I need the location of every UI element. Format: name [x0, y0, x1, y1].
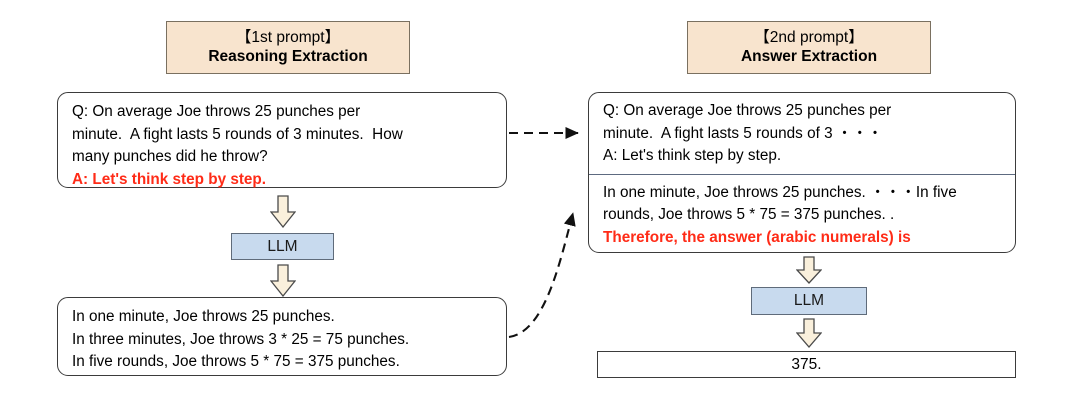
block-arrow-down-icon	[795, 256, 823, 284]
text-line-highlight: Therefore, the answer (arabic numerals) …	[603, 228, 911, 246]
block-arrow-down-icon	[269, 264, 297, 298]
block-arrow-down-icon	[795, 318, 823, 348]
stage-header-reasoning-extraction: 【1st prompt】 Reasoning Extraction	[166, 21, 410, 74]
llm-box-right: LLM	[751, 287, 867, 315]
text-line: Q: On average Joe throws 25 punches per	[603, 102, 892, 119]
text-line: In one minute, Joe throws 25 punches.	[72, 308, 335, 325]
text-line: minute. A fight lasts 5 rounds of 3 ・・・	[603, 124, 883, 142]
right-prompt-question-section: Q: On average Joe throws 25 punches per …	[589, 93, 1015, 174]
connector-reasoning-to-prompt	[508, 212, 576, 339]
stage-header-answer-extraction: 【2nd prompt】 Answer Extraction	[687, 21, 931, 74]
llm-label: LLM	[267, 237, 298, 255]
text-line: many punches did he throw?	[72, 148, 268, 165]
stage-kicker: 【1st prompt】	[235, 29, 341, 47]
block-arrow-down-icon	[269, 195, 297, 229]
right-prompt-box: Q: On average Joe throws 25 punches per …	[588, 92, 1016, 253]
text-line: minute. A fight lasts 5 rounds of 3 minu…	[72, 125, 403, 143]
text-line: In one minute, Joe throws 25 punches. ・・…	[603, 183, 957, 201]
left-question-box: Q: On average Joe throws 25 punches per …	[57, 92, 507, 188]
text-line: In five rounds, Joe throws 5 * 75 = 375 …	[72, 353, 400, 370]
llm-label: LLM	[793, 292, 825, 309]
text-line: A: Let's think step by step.	[603, 147, 782, 164]
final-answer-box: 375.	[597, 351, 1016, 378]
text-line: In three minutes, Joe throws 3 * 25 = 75…	[72, 330, 410, 348]
left-question-text: Q: On average Joe throws 25 punches per …	[58, 93, 506, 199]
text-line: Q: On average Joe throws 25 punches per	[72, 103, 361, 120]
text-line: rounds, Joe throws 5 * 75 = 375 punches.…	[603, 206, 895, 223]
left-reasoning-text: In one minute, Joe throws 25 punches. In…	[58, 298, 506, 382]
text-line-highlight: A: Let's think step by step.	[72, 170, 267, 188]
section-divider	[589, 173, 1015, 175]
left-reasoning-output-box: In one minute, Joe throws 25 punches. In…	[57, 297, 507, 376]
stage-title: Answer Extraction	[740, 47, 878, 65]
right-prompt-reasoning-section: In one minute, Joe throws 25 punches. ・・…	[589, 175, 1015, 256]
final-answer-text: 375.	[791, 355, 822, 373]
llm-box-left: LLM	[231, 233, 334, 260]
stage-kicker: 【2nd prompt】	[754, 29, 864, 47]
stage-title: Reasoning Extraction	[208, 47, 368, 65]
